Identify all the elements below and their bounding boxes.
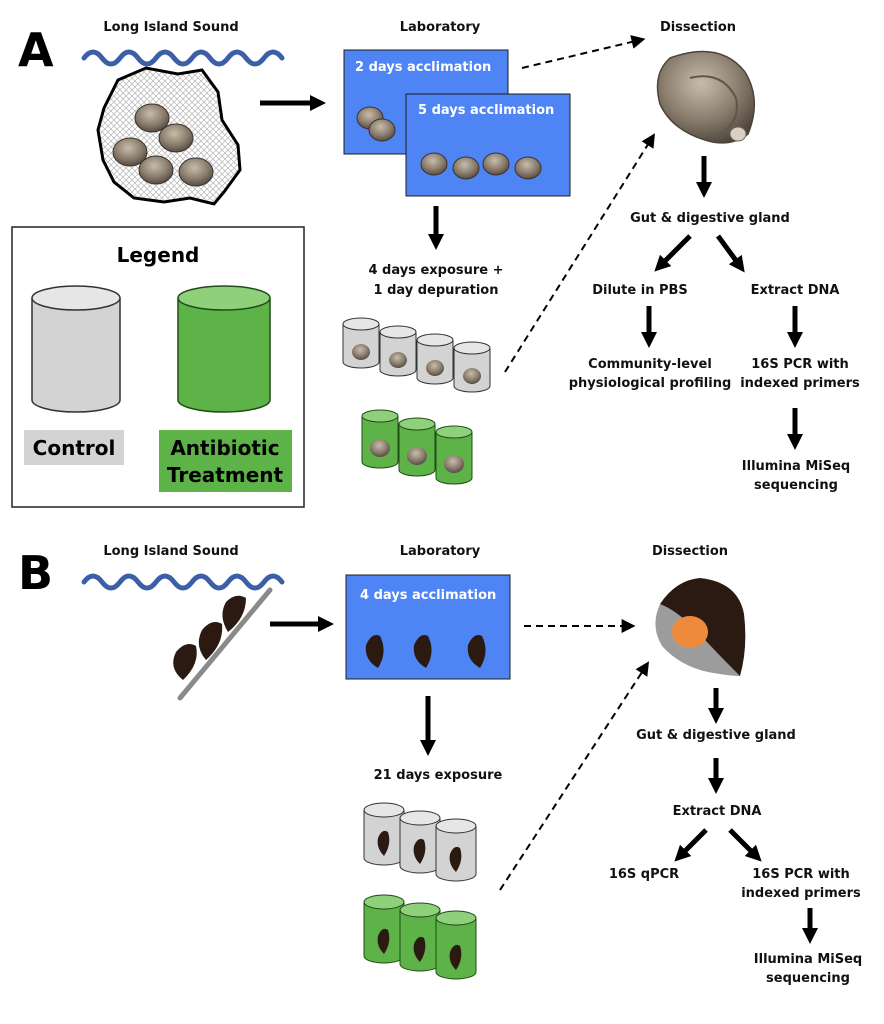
panel-b-rope-mussels xyxy=(173,595,246,680)
panel-a-acclimation-2-label: 5 days acclimation xyxy=(418,103,554,118)
panel-a-pcr-line2: indexed primers xyxy=(740,376,860,391)
arrow-a-tanks-to-dissection xyxy=(504,133,655,373)
panel-a-clpp-line1: Community-level xyxy=(588,357,712,372)
panel-b-pcr-line2: indexed primers xyxy=(741,886,861,901)
panel-a-treatment-tanks xyxy=(361,409,473,485)
panel-b-control-tanks xyxy=(363,802,477,882)
panel-a-water-wave xyxy=(81,49,285,67)
panel-a-exposure-line1: 4 days exposure + xyxy=(368,263,503,278)
panel-a-dissection-label: Dissection xyxy=(660,20,736,35)
panel-b-treatment-tanks xyxy=(363,894,477,980)
panel-a-letter: A xyxy=(18,23,54,77)
panel-b-exposure-label: 21 days exposure xyxy=(374,768,503,783)
panel-a-control-tanks xyxy=(342,317,491,393)
panel-b-acclimation-label: 4 days acclimation xyxy=(360,588,496,603)
panel-a-source-label: Long Island Sound xyxy=(103,20,238,35)
panel-a-dilute-label: Dilute in PBS xyxy=(592,283,688,298)
panel-a-acclimation-box-2 xyxy=(405,93,571,197)
panel-b-dissection-label: Dissection xyxy=(652,544,728,559)
panel-a-seq-line2: sequencing xyxy=(754,478,838,493)
arrow-a-gut-to-dilute xyxy=(654,234,692,272)
panel-a-acclimation-1-label: 2 days acclimation xyxy=(355,60,491,75)
legend-control-cylinder xyxy=(31,285,121,413)
legend-control-swatch xyxy=(24,430,124,465)
arrow-b-extract-to-pcr xyxy=(728,828,762,862)
legend-title: Legend xyxy=(117,243,200,267)
panel-b-seq-line1: Illumina MiSeq xyxy=(754,952,862,967)
panel-a-pcr-line1: 16S PCR with xyxy=(751,357,849,372)
arrow-a-gut-to-extract xyxy=(715,234,745,273)
arrow-b-tanks-to-dissection xyxy=(499,661,650,891)
panel-a-clpp-line2: physiological profiling xyxy=(569,376,732,391)
panel-a-box2-oysters xyxy=(420,152,542,180)
panel-b-source-label: Long Island Sound xyxy=(103,544,238,559)
panel-a-gut-label: Gut & digestive gland xyxy=(630,211,790,226)
panel-a-extract-label: Extract DNA xyxy=(751,283,840,298)
panel-b-gut-label: Gut & digestive gland xyxy=(636,728,796,743)
panel-b-water-wave xyxy=(81,573,285,591)
legend-control-label: Control xyxy=(33,436,116,460)
panel-a-lab-label: Laboratory xyxy=(400,20,481,35)
panel-a-seq-line1: Illumina MiSeq xyxy=(742,459,850,474)
panel-b-letter: B xyxy=(18,546,53,600)
panel-b-extract-label: Extract DNA xyxy=(673,804,762,819)
legend-treatment-line2: Treatment xyxy=(167,463,284,487)
arrow-a-lab-to-dissection xyxy=(521,35,646,69)
panel-b-qpcr-label: 16S qPCR xyxy=(609,867,679,882)
panel-a-box1-oysters xyxy=(356,106,396,142)
panel-b-lab-label: Laboratory xyxy=(400,544,481,559)
legend-treatment-swatch xyxy=(159,430,292,492)
panel-a-dissected-oyster xyxy=(656,50,756,144)
panel-b-box-mussels xyxy=(365,635,486,668)
panel-b-dissected-mussel xyxy=(655,578,746,676)
panel-a-reef-oysters xyxy=(112,103,214,187)
panel-a-exposure-line2: 1 day depuration xyxy=(374,283,499,298)
panel-b-pcr-line1: 16S PCR with xyxy=(752,867,850,882)
legend-treatment-cylinder xyxy=(177,285,271,413)
panel-b-seq-line2: sequencing xyxy=(766,971,850,986)
panel-b-rope xyxy=(177,587,273,701)
arrow-b-extract-to-qpcr xyxy=(674,828,708,862)
legend-treatment-line1: Antibiotic xyxy=(170,436,279,460)
